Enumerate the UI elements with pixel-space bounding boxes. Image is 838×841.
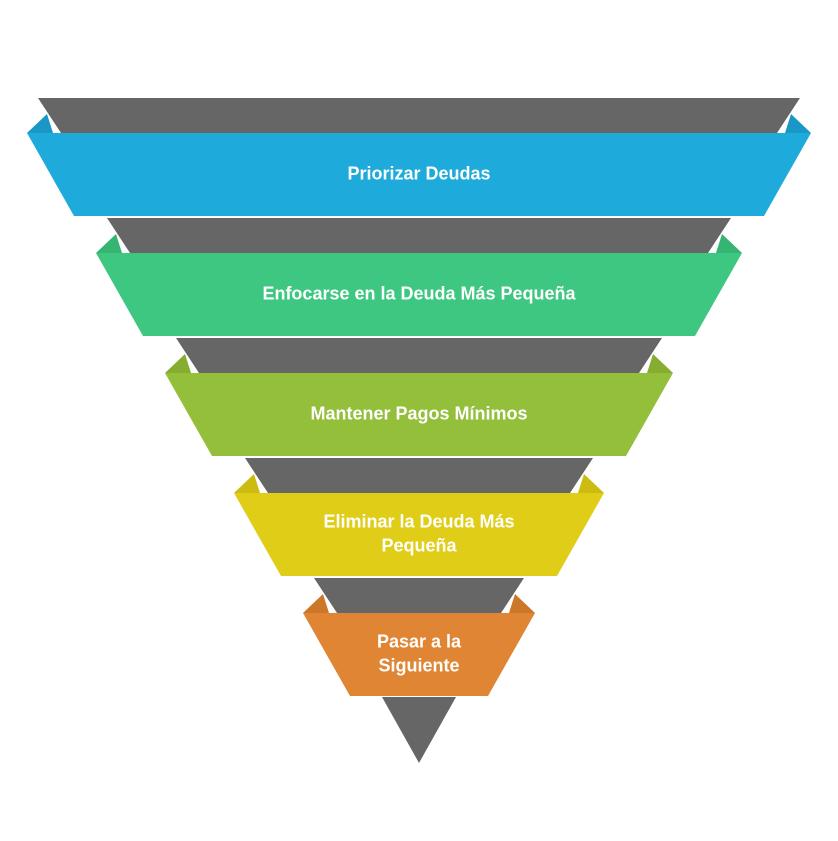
funnel-tip (382, 697, 456, 763)
funnel-stage-label-line: Pequeña (381, 535, 457, 555)
funnel-connectors (38, 98, 800, 763)
funnel-stage-label-line: Enfocarse en la Deuda Más Pequeña (262, 283, 576, 303)
funnel-stage-label-5: Pasar a la Siguiente (377, 631, 462, 675)
funnel-stage-label-1: Priorizar Deudas (347, 163, 490, 183)
stage-tab-left-3 (165, 354, 191, 373)
stage-tab-right-3 (647, 354, 673, 373)
funnel-stage-label-3: Mantener Pagos Mínimos (310, 403, 527, 423)
funnel-stage-1 (27, 133, 811, 216)
stage-tab-right-2 (716, 234, 742, 253)
funnel-stage-label-line: Priorizar Deudas (347, 163, 490, 183)
stage-tab-right-4 (578, 474, 604, 493)
funnel-stage-label-line: Eliminar la Deuda Más (323, 511, 514, 531)
funnel-connector-5 (314, 578, 524, 613)
funnel-stage-label-line: Pasar a la (377, 631, 462, 651)
funnel-stage-label-2: Enfocarse en la Deuda Más Pequeña (262, 283, 576, 303)
funnel-stage-2 (96, 253, 742, 336)
stage-tab-left-2 (96, 234, 122, 253)
funnel-stage-3 (165, 373, 673, 456)
stage-tab-left-1 (27, 114, 53, 133)
stage-tab-left-4 (234, 474, 260, 493)
funnel-connector-3 (176, 338, 662, 373)
stage-tab-right-1 (785, 114, 811, 133)
funnel-connector-2 (107, 218, 731, 253)
stage-tab-right-5 (509, 594, 535, 613)
funnel-connector-1 (38, 98, 800, 133)
funnel-stage-label-line: Siguiente (378, 655, 459, 675)
funnel-stage-4 (234, 493, 604, 576)
funnel-connector-4 (245, 458, 593, 493)
funnel-stage-label-line: Mantener Pagos Mínimos (310, 403, 527, 423)
funnel-stage-5 (303, 613, 535, 696)
stage-tab-left-5 (303, 594, 329, 613)
